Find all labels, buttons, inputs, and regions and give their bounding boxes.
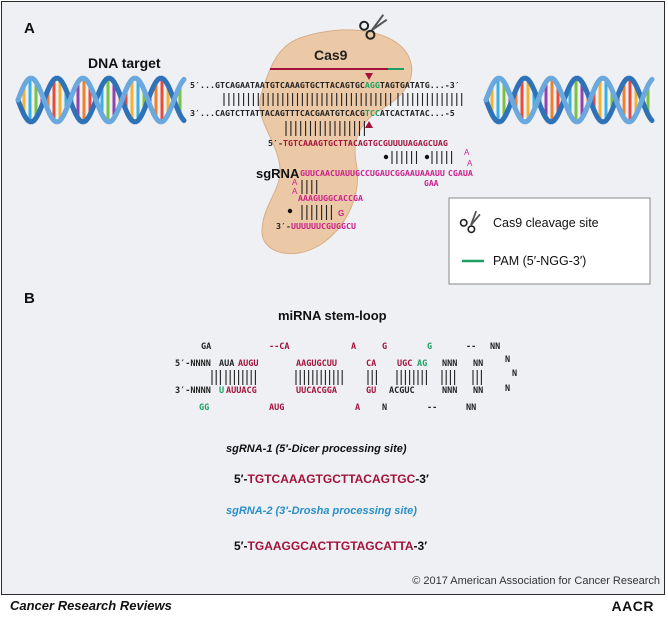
panel-a-label: A [24,20,35,37]
svg-text:--: -- [466,342,476,352]
svg-text:A: A [351,342,356,352]
mirna-bottom-bulges: GG AUG A N -- NN [199,403,476,413]
svg-text:3′-NNNN: 3′-NNNN [175,386,211,396]
dna-helix-right [483,75,655,125]
wobble-dot [287,208,293,214]
legend-box: Cas9 cleavage site PAM (5′-NGG-3′) [448,197,651,285]
sgrna-line-5: 3′-UUUUUUCGUGGCU [276,221,356,231]
cleavage-marker-bottom [365,121,373,128]
sgrna-gaa: GAA [424,179,439,188]
wobble-dot [383,154,389,160]
copyright-notice: © 2017 American Association for Cancer R… [412,575,660,587]
svg-text:GU: GU [366,386,376,396]
dna-top-strand: 5′...GTCAGAATAATGTCAAAGTGCTTACAGTGCAGGTA… [190,80,460,90]
sgrna1-title: sgRNA-1 (5′-Dicer processing site) [226,443,407,455]
svg-text:NN: NN [473,359,483,369]
mirna-top-bulges: GA --CA A G G -- NN [201,342,500,352]
sgrna-tail-pairs [301,205,332,220]
mirna-top-strand: 5′-NNNN AUA AUGU AAGUGCUU CA UGC AG NNN … [175,359,483,369]
dna-helix-left [15,75,187,125]
mirna-base-pairs [211,370,482,385]
legend-pam-label: PAM (5′-NGG-3′) [493,254,586,268]
sgrna-line-4: AAAGUGGCACCGA [298,193,363,203]
svg-text:5′-NNNN: 5′-NNNN [175,359,211,369]
svg-text:A: A [355,403,360,413]
mirna-title: miRNA stem-loop [278,308,387,323]
svg-text:AUGU: AUGU [238,359,258,369]
legend-cleavage-label: Cas9 cleavage site [493,216,599,230]
svg-text:N: N [512,369,517,379]
svg-text:CA: CA [366,359,376,369]
svg-text:N: N [382,403,387,413]
sgrna-line-1: 5′-TGTCAAAGTGCTTACAGTGCGUUUUAGAGCUAG [268,138,448,148]
svg-text:AUUACG: AUUACG [226,386,257,396]
journal-name: Cancer Research Reviews [10,598,172,613]
sgrna-loop-a2: A [292,187,298,196]
sgrna1-sequence: 5′-TGTCAAAGTGCTTACAGTGC-3′ [234,472,429,486]
sgrna-label: sgRNA [256,166,300,181]
svg-text:GG: GG [199,403,209,413]
sgrna2-sequence: 5′-TGAAGGCACTTGTAGCATTA-3′ [234,539,427,553]
svg-text:NN: NN [490,342,500,352]
sgrna2-title: sgRNA-2 (3′-Drosha processing site) [226,505,417,517]
sgrna-stem-pairs [287,151,453,214]
dna-target-label: DNA target [88,55,161,71]
sgrna-a2: A [467,159,473,168]
svg-text:--: -- [427,403,437,413]
wobble-dot [424,154,430,160]
svg-text:UUCACGGA: UUCACGGA [296,386,337,396]
svg-text:AG: AG [417,359,427,369]
svg-text:UGC: UGC [397,359,412,369]
svg-text:--CA: --CA [269,342,289,352]
sgrna-loop-a1: A [292,178,298,187]
sgrna-g: G [338,209,344,218]
svg-text:AUA: AUA [219,359,234,369]
svg-text:G: G [427,342,432,352]
svg-text:GA: GA [201,342,211,352]
cleavage-marker-top [365,73,373,80]
cas9-protein-shape [259,29,413,255]
cas9-label: Cas9 [314,47,348,63]
aacr-logo: AACR [611,598,654,614]
svg-text:NNN: NNN [442,386,457,396]
svg-text:ACGUC: ACGUC [389,386,415,396]
svg-text:NN: NN [466,403,476,413]
mirna-terminal-loop: N N N [505,355,517,394]
dna-bottom-strand: 3′...CAGTCTTATTACAGTTTCACGAATGTCACGTCCAT… [190,108,455,118]
svg-text:AUG: AUG [269,403,284,413]
svg-text:G: G [382,342,387,352]
svg-text:U: U [219,386,224,396]
svg-text:N: N [505,384,510,394]
svg-text:NNN: NNN [442,359,457,369]
svg-text:NN: NN [473,386,483,396]
mirna-bottom-strand: 3′-NNNN U AUUACG UUCACGGA GU ACGUC NNN N… [175,386,483,396]
panel-b-label: B [24,290,35,307]
legend-scissors-icon [459,210,481,234]
scissors-icon [359,14,388,40]
svg-text:AAGUGCUU: AAGUGCUU [296,359,337,369]
sgrna-loop-pairs [301,180,318,194]
sgrna-dna-pairs [285,121,365,136]
dna-base-pairs [223,93,463,106]
sgrna-a1: A [464,148,470,157]
svg-text:N: N [505,355,510,365]
